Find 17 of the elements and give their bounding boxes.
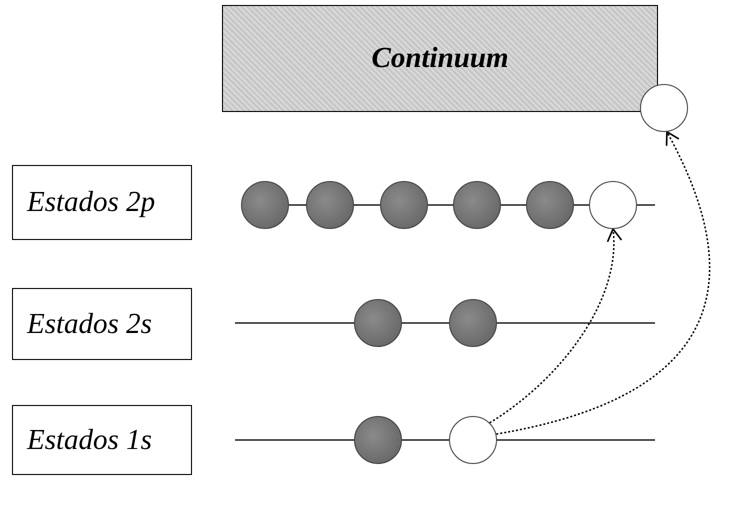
electron-circle bbox=[449, 299, 497, 347]
electron-circle bbox=[306, 181, 354, 229]
hole-circle bbox=[640, 84, 688, 132]
electron-circle bbox=[380, 181, 428, 229]
hole-circle bbox=[449, 416, 497, 464]
level-label-box: Estados 1s bbox=[12, 405, 192, 475]
electron-circle bbox=[354, 299, 402, 347]
electron-circle bbox=[453, 181, 501, 229]
level-label-box: Estados 2p bbox=[12, 165, 192, 240]
continuum-band: Continuum bbox=[222, 5, 658, 112]
level-label-box: Estados 2s bbox=[12, 288, 192, 360]
arrow bbox=[496, 131, 710, 435]
electron-circle bbox=[526, 181, 574, 229]
electron-circle bbox=[354, 416, 402, 464]
hole-circle bbox=[589, 181, 637, 229]
arrow bbox=[489, 228, 622, 424]
electron-circle bbox=[241, 181, 289, 229]
